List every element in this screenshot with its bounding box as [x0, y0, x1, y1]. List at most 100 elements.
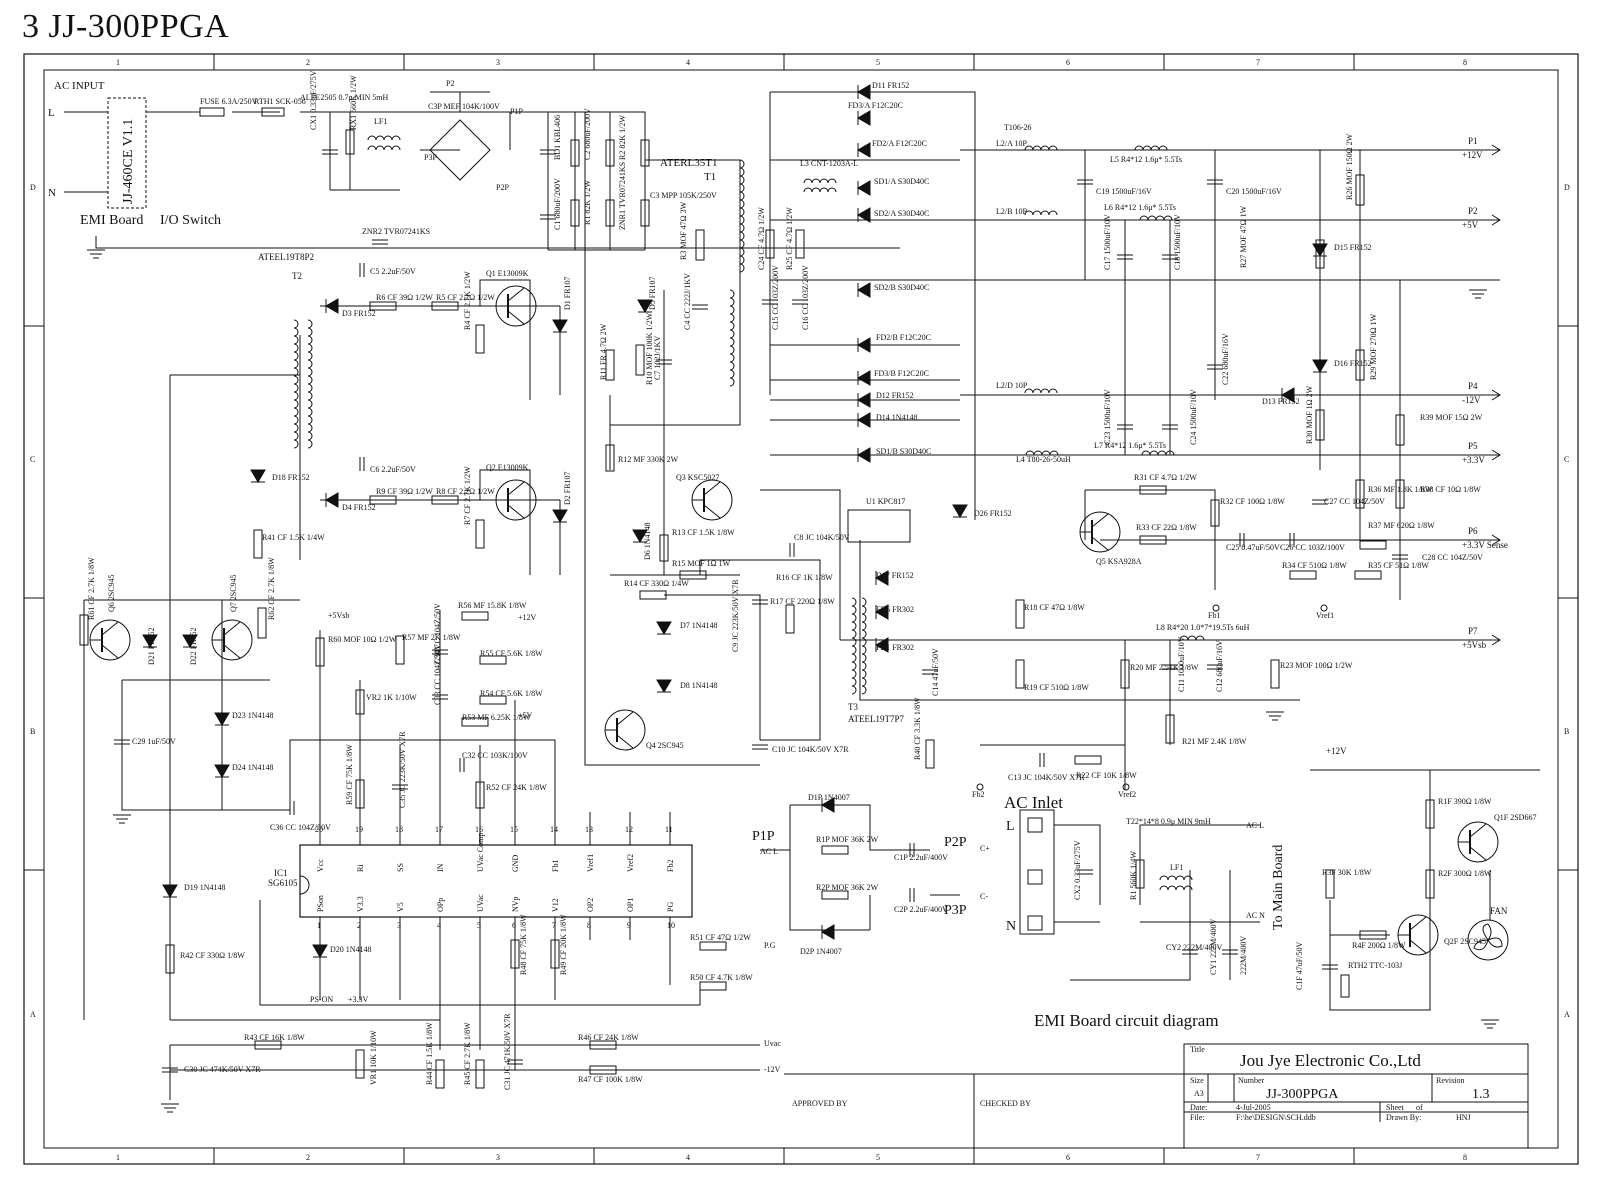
primary-component-label: C9 JC 223K/50V X7R — [731, 579, 740, 652]
emi-board-box-label: JJ-460CE V1.1 — [121, 119, 136, 204]
secondary-component-label: R18 CF 47Ω 1/8W — [1024, 603, 1085, 612]
secondary-component-label: C24 CF 4.7Ω 1/2W — [757, 207, 766, 270]
tb-approved-label: APPROVED BY — [792, 1099, 848, 1108]
input-component-label: P3P — [424, 153, 437, 162]
bridge-component-label: C1P 2.2uF/400V — [894, 853, 948, 862]
emi-ac-n: AC N — [1246, 911, 1265, 920]
tb-size: A3 — [1194, 1089, 1204, 1098]
tb-company: Jou Jye Electronic Co.,Ltd — [1240, 1051, 1421, 1070]
col-marker-top: 5 — [876, 58, 880, 67]
secondary-component-label: FD3/A F12C20C — [848, 101, 903, 110]
fan-component-label: C1F 47uF/50V — [1295, 942, 1304, 990]
secondary-component-label: C14 47uF/50V — [931, 648, 940, 696]
ic-pin-number: 4 — [437, 921, 441, 930]
secondary-component-label: FD1 FR302 — [876, 643, 914, 652]
ic-pin-number: 7 — [552, 921, 556, 930]
input-component-label: ZNR2 TVR07241KS — [362, 227, 430, 236]
emi-board-label: EMI Board — [80, 213, 143, 228]
ic-pin-number: 1 — [317, 921, 321, 930]
transformer-t2-name: ATEEL19T8P2 — [258, 252, 314, 262]
ic-pin-name: PSon — [316, 895, 325, 912]
row-marker-left: B — [30, 727, 35, 736]
col-marker-bottom: 2 — [306, 1153, 310, 1162]
bridge-component-label: R1P MOF 36K 2W — [816, 835, 879, 844]
secondary-component-label: R33 CF 22Ω 1/8W — [1136, 523, 1197, 532]
primary-component-label: D7 1N4148 — [680, 621, 718, 630]
secondary-component-label: R19 CF 510Ω 1/8W — [1024, 683, 1089, 692]
secondary-component-label: C16 CC 103Z/200V — [801, 265, 810, 330]
primary-component-label: R7 CF 2.7K 1/2W — [463, 466, 472, 525]
ac-inlet-heading: AC Inlet — [1004, 793, 1063, 812]
fan-component-label: Q2F 2SC945 — [1444, 937, 1486, 946]
primary-component-label: D8 1N4148 — [680, 681, 718, 690]
primary-component-label: R3 MOF 47Ω 3W — [679, 201, 688, 260]
controller-signal-label: +12V — [518, 613, 537, 622]
ic-pin-number: 17 — [435, 825, 443, 834]
primary-component-label: C7 102J/1KV — [653, 336, 662, 380]
emi-ac-l: AC L — [1246, 821, 1264, 830]
secondary-component-label: R38 CF 10Ω 1/8W — [1420, 485, 1481, 494]
tb-date: 4-Jul-2005 — [1236, 1103, 1271, 1112]
ic-pin-number: 11 — [665, 825, 673, 834]
controller-component-label: R43 CF 16K 1/8W — [244, 1033, 305, 1042]
controller-signal-label: -12V — [764, 1065, 781, 1074]
ic-pin-number: 8 — [587, 921, 591, 930]
secondary-component-label: D12 FR152 — [876, 391, 914, 400]
secondary-component-label: FD2/A F12C20C — [872, 139, 927, 148]
secondary-component-label: T106-26 — [1004, 123, 1032, 132]
secondary-component-label: C28 CC 104Z/50V — [1422, 553, 1483, 562]
controller-component-label: R48 CF 75K 1/8W — [519, 914, 528, 975]
secondary-component-label: L2/B 10P — [996, 207, 1027, 216]
primary-component-label: C29 1uF/50V — [132, 737, 176, 746]
controller-component-label: R52 CF 24K 1/8W — [486, 783, 547, 792]
wiring — [64, 91, 1540, 1100]
controller-signal-label: Uvac — [764, 1039, 781, 1048]
secondary-component-label: L2/A 10P — [996, 139, 1027, 148]
controller-component-label: VR2 1K 1/10W — [366, 693, 417, 702]
primary-component-label: C3 MPP 105K/250V — [650, 191, 717, 200]
bridge-subcircuit: P1P P2P P3P AC L C+ C- — [752, 829, 990, 918]
secondary-component-label: D26 FR152 — [974, 509, 1012, 518]
ic-pin-name: NVp — [511, 896, 520, 912]
transformer-t3-name: ATEEL19T7P7 — [848, 714, 904, 724]
fan-label: FAN — [1490, 906, 1508, 916]
input-component-label: C1 680uF/200V — [553, 178, 562, 230]
primary-component-label: C4 CC 222J/1KV — [683, 273, 692, 330]
controller-signal-label: +3.3V — [348, 995, 369, 1004]
controller-component-label: C33 CC 104Z/50V — [433, 644, 442, 705]
secondary-component-label: R37 MF 620Ω 1/8W — [1368, 521, 1435, 530]
primary-component-label: R9 CF 39Ω 1/2W — [376, 487, 433, 496]
secondary-component-label: C25 0.47uF/50V — [1226, 543, 1280, 552]
primary-component-label: R6 CF 39Ω 1/2W — [376, 293, 433, 302]
bridge-component-label: C2P 2.2uF/400V — [894, 905, 948, 914]
controller-component-label: R42 CF 330Ω 1/8W — [180, 951, 245, 960]
ic-pin-name: OPp — [436, 898, 445, 912]
ic-pin-number: 18 — [395, 825, 403, 834]
ac-input-block: AC INPUT L N JJ-460CE V1.1 EMI Board I/O… — [48, 80, 221, 228]
secondary-component-label: R30 MOF 1Ω 2W — [1305, 385, 1314, 444]
emi-terminal-n: N — [1006, 919, 1016, 934]
controller-component-label: R55 CF 5.6K 1/8W — [480, 649, 543, 658]
terminal-n: N — [48, 187, 56, 199]
col-marker-top: 4 — [686, 58, 690, 67]
primary-component-label: C8 JC 104K/50V — [794, 533, 850, 542]
primary-component-label: D6 1N4148 — [643, 522, 652, 560]
col-marker-bottom: 7 — [1256, 1153, 1260, 1162]
controller-component-label: C30 JC 474K/50V X7R — [184, 1065, 261, 1074]
primary-component-label: D2 FR107 — [563, 471, 572, 505]
col-marker-bottom: 3 — [496, 1153, 500, 1162]
tb-date-label: Date: — [1190, 1103, 1207, 1112]
controller-component-label: VR1 10K 1/10W — [369, 1030, 378, 1085]
input-component-label: ALEE2505 0.7μ MIN 5mH — [300, 93, 389, 102]
ic-pin-name: OP2 — [586, 898, 595, 912]
ic-pin-number: 9 — [627, 921, 631, 930]
input-component-label: LF1 — [374, 117, 387, 126]
secondary-component-label: L2/D 10P — [996, 381, 1028, 390]
row-marker-right: D — [1564, 183, 1570, 192]
secondary-component-label: C27 CC 104Z/50V — [1324, 497, 1385, 506]
ic-pin-name: UVac Comp — [476, 833, 485, 872]
terminal-l: L — [48, 107, 55, 119]
input-component-label: FUSE 6.3A/250V — [200, 97, 258, 106]
secondary-component-label: L8 R4*20 1.0*7*19.5Ts 6uH — [1156, 623, 1250, 632]
